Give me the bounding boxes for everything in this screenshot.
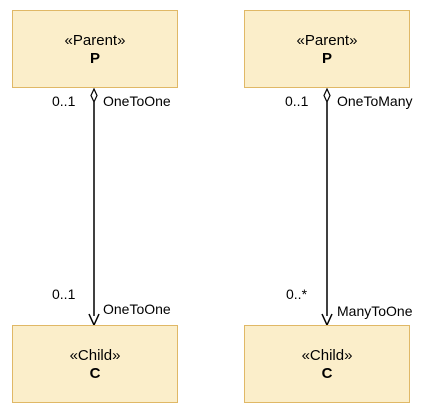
class-name: C [321, 365, 333, 382]
role-parent-left: OneToOne [103, 93, 171, 109]
class-name: P [89, 50, 100, 67]
multiplicity-parent-right: 0..1 [285, 93, 309, 109]
stereotype-label: «Child» [69, 347, 121, 364]
role-child-right: ManyToOne [337, 303, 413, 319]
class-box-parent-left[interactable]: «Parent» P [12, 10, 178, 88]
stereotype-label: «Child» [301, 347, 353, 364]
class-name: P [321, 50, 332, 67]
class-name: C [89, 365, 101, 382]
class-box-child-left[interactable]: «Child» C [12, 325, 178, 403]
aggregation-diamond-right [323, 87, 331, 104]
stereotype-label: «Parent» [296, 32, 358, 49]
association-right [321, 87, 333, 327]
multiplicity-child-right: 0..* [286, 286, 308, 302]
aggregation-diamond-left [90, 87, 98, 104]
class-box-parent-right[interactable]: «Parent» P [244, 10, 410, 88]
association-left [88, 87, 100, 327]
multiplicity-child-left: 0..1 [52, 286, 76, 302]
role-child-left: OneToOne [103, 301, 171, 317]
multiplicity-parent-left: 0..1 [52, 93, 76, 109]
role-parent-right: OneToMany [337, 93, 413, 109]
stereotype-label: «Parent» [64, 32, 126, 49]
class-box-child-right[interactable]: «Child» C [244, 325, 410, 403]
